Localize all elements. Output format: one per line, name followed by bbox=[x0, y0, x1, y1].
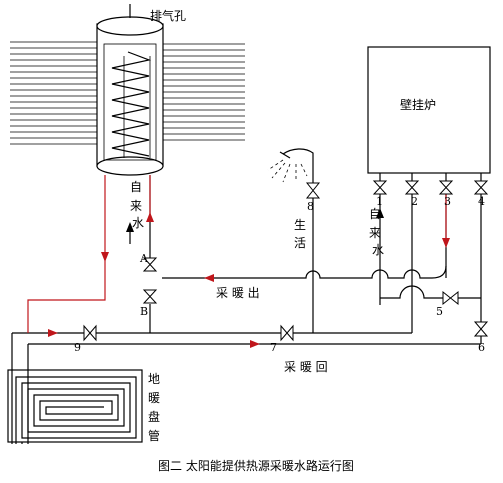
heating-return-label: 采 暖 回 bbox=[284, 360, 328, 374]
valve-number-9: 9 bbox=[74, 341, 81, 354]
tap-water-label-2: 来 bbox=[130, 199, 142, 213]
hot-water-flow bbox=[27, 175, 450, 348]
valve-9 bbox=[83, 324, 97, 342]
valve-7 bbox=[280, 324, 294, 342]
domestic-label-2: 活 bbox=[294, 236, 306, 250]
valve-number-1: 1 bbox=[376, 195, 383, 208]
valve-number-5: 5 bbox=[436, 305, 443, 318]
wall-hung-boiler bbox=[367, 46, 491, 174]
valve-6 bbox=[473, 321, 489, 337]
tap-water-label-1: 自 bbox=[130, 180, 142, 194]
tap-water-right-label-3: 水 bbox=[372, 243, 384, 257]
tank-coil bbox=[111, 51, 152, 157]
figure-caption: 图二 太阳能提供热源采暖水路运行图 bbox=[158, 458, 354, 473]
shower-head-icon bbox=[267, 148, 314, 183]
valve-letter-b: B bbox=[140, 305, 148, 318]
floor-coil-label-3: 盘 bbox=[148, 409, 160, 424]
valve-letter-a: A bbox=[139, 252, 149, 265]
valve-number-3: 3 bbox=[444, 195, 451, 208]
tap-water-label-3: 水 bbox=[132, 216, 144, 230]
valve-b bbox=[142, 289, 158, 304]
domestic-label-1: 生 bbox=[294, 218, 306, 232]
valve-8 bbox=[305, 182, 321, 199]
solar-collector-fins bbox=[10, 41, 245, 145]
boiler-label: 壁挂炉 bbox=[400, 97, 436, 112]
valve-2 bbox=[404, 180, 420, 195]
valve-number-8: 8 bbox=[307, 200, 314, 213]
valve-5 bbox=[442, 290, 459, 306]
floor-coil-label-2: 暖 bbox=[148, 391, 160, 405]
valve-4 bbox=[473, 180, 489, 195]
floor-coil-label-4: 管 bbox=[148, 428, 160, 443]
water-tank bbox=[96, 4, 164, 176]
valve-1 bbox=[372, 180, 388, 195]
floor-coil-label-1: 地 bbox=[148, 372, 160, 386]
valve-number-7: 7 bbox=[270, 341, 277, 354]
tap-water-right-label-2: 来 bbox=[369, 226, 381, 240]
valve-a bbox=[142, 257, 158, 272]
valve-number-4: 4 bbox=[478, 195, 485, 208]
heating-out-label: 采 暖 出 bbox=[216, 286, 260, 300]
floor-heating-coil bbox=[7, 369, 143, 444]
valve-3 bbox=[438, 180, 454, 195]
valve-number-6: 6 bbox=[478, 341, 485, 354]
tap-water-right-label-1: 自 bbox=[369, 207, 381, 221]
vent-label: 排气孔 bbox=[150, 8, 186, 23]
valve-number-2: 2 bbox=[411, 195, 418, 208]
